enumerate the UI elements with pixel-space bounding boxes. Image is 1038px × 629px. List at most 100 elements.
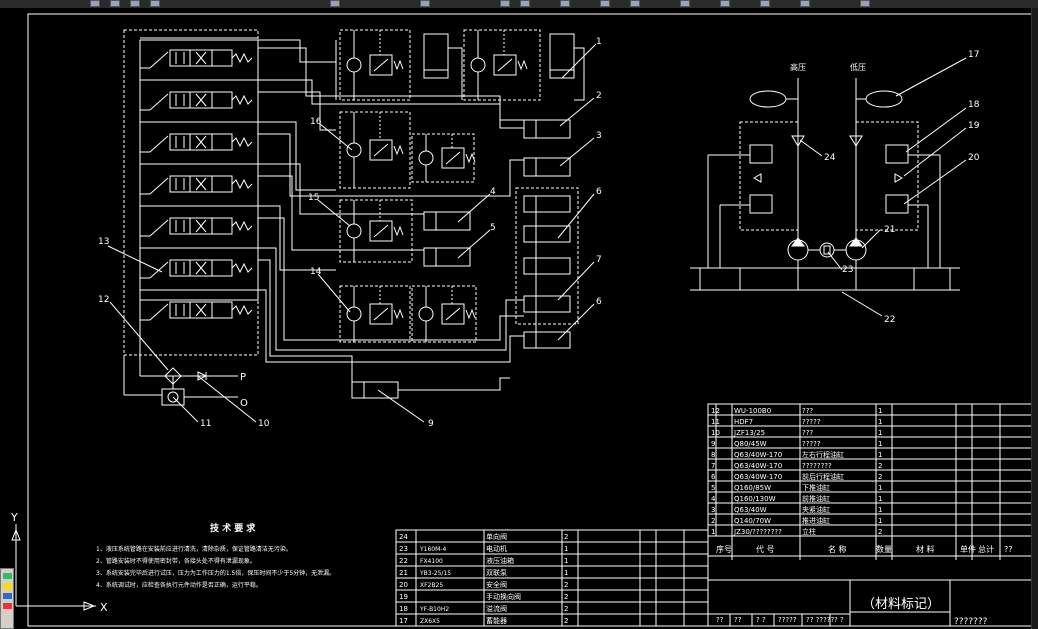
directional-valve [140,289,258,321]
bom-cell-no: 12 [711,407,720,415]
bom-cell-no: 20 [399,581,408,589]
callout-24: 24 [824,153,836,163]
directional-valve [140,121,258,153]
directional-valve [140,205,258,237]
pilot-check-valve-modules [339,29,541,343]
bom-cell-code: Q63/40W-170 [734,473,782,481]
bom-cell-qty: 1 [878,418,882,426]
bom-row: 20 XF2B25 安全阀 2 [399,580,568,589]
toolbar-button[interactable] [800,0,810,7]
toolbar-button[interactable] [720,0,730,7]
callout-4: 4 [490,187,496,197]
toolbar-button[interactable] [630,0,640,7]
vertical-scrollbar[interactable] [1031,8,1038,629]
title-block-cell: ????? [778,616,797,624]
bom-header-cell: 材 料 [916,544,935,554]
bom-cell-no: 10 [711,429,720,437]
valve-module [339,111,411,189]
bom-cell-name: 液压油箱 [486,556,514,565]
ucs-icon [11,524,96,611]
toolbar-button[interactable] [150,0,160,7]
bom-cell-name: 电动机 [486,544,507,553]
bom-cell-name: 前推油缸 [802,494,830,503]
bom-cell-qty: 1 [878,451,882,459]
bom-cell-no: 22 [399,557,408,565]
callout-17: 17 [968,50,979,60]
toolbar-button[interactable] [90,0,100,7]
toolbar-button[interactable] [130,0,140,7]
bom-cell-no: 19 [399,593,408,601]
toolbar-button[interactable] [420,0,430,7]
callout-21: 21 [884,225,895,235]
bom-cell-no: 18 [399,605,408,613]
valve-module [339,199,413,263]
toolbar-button[interactable] [330,0,340,7]
bom-cell-name: 安全阀 [486,580,507,589]
bom-cell-no: 8 [711,451,715,459]
tech-requirement-item: 1、液压系统管路在安装前应进行清洗，清除杂质，保证管路清洁无污染。 [96,545,292,553]
low-pressure-label: 低压 [850,62,866,72]
bom-cell-qty: 2 [878,473,882,481]
bom-cell-name: 单向阀 [486,532,507,541]
tool-palette[interactable] [0,568,14,629]
bom-cell-qty: 2 [564,581,568,589]
valve-module [411,133,476,183]
toolbar-button[interactable] [680,0,690,7]
bom-cell-no: 2 [711,517,715,525]
bom-header-cell: 总计 [978,544,994,554]
callout-6a: 6 [596,187,602,197]
valve-module [339,29,411,101]
directional-valve [140,247,258,279]
bom-cell-code: XF2B25 [420,582,443,589]
bom-cell-name: 手动换向阀 [486,592,521,601]
bom-cell-name: 立柱 [802,527,816,536]
callout-15: 15 [308,193,319,203]
ucs-x-label: X [100,601,108,614]
port-label-p: P [240,372,246,383]
bom-cell-code: Y160M-4 [419,546,446,553]
toolbar-button[interactable] [500,0,510,7]
bom-cell-code: WU-100B0 [734,407,771,415]
toolbar-button[interactable] [520,0,530,7]
bom-header-cell: 数量 [876,544,892,554]
toolbar-button[interactable] [110,0,120,7]
title-block-cell: ?? [734,616,742,624]
bom-cell-code: ZX6X5 [420,618,440,625]
high-pressure-label: 高压 [790,62,806,72]
callout-10: 10 [258,419,270,429]
valve-module [339,285,411,343]
bom-cell-name: ????? [802,440,821,448]
hydraulic-cylinders [351,33,579,399]
bom-cell-qty: 1 [878,440,882,448]
callout-18: 18 [968,100,980,110]
title-block: ????? ???????? ?????? ? [707,555,1035,627]
bom-cell-code: Q80/45W [734,440,767,448]
toolbar-button[interactable] [760,0,770,7]
directional-valve [140,79,258,111]
pump-station-diagram [690,78,960,291]
toolbar-button[interactable] [860,0,870,7]
callout-7: 7 [596,255,602,265]
callout-19: 19 [968,121,980,131]
valve-module [411,285,477,343]
toolbar-button[interactable] [600,0,610,7]
toolbar-button[interactable] [560,0,570,7]
tech-requirement-item: 4、系统调试时，应检查各执行元件动作是否正确，运行平稳。 [96,581,262,589]
filter-pump [123,300,238,406]
